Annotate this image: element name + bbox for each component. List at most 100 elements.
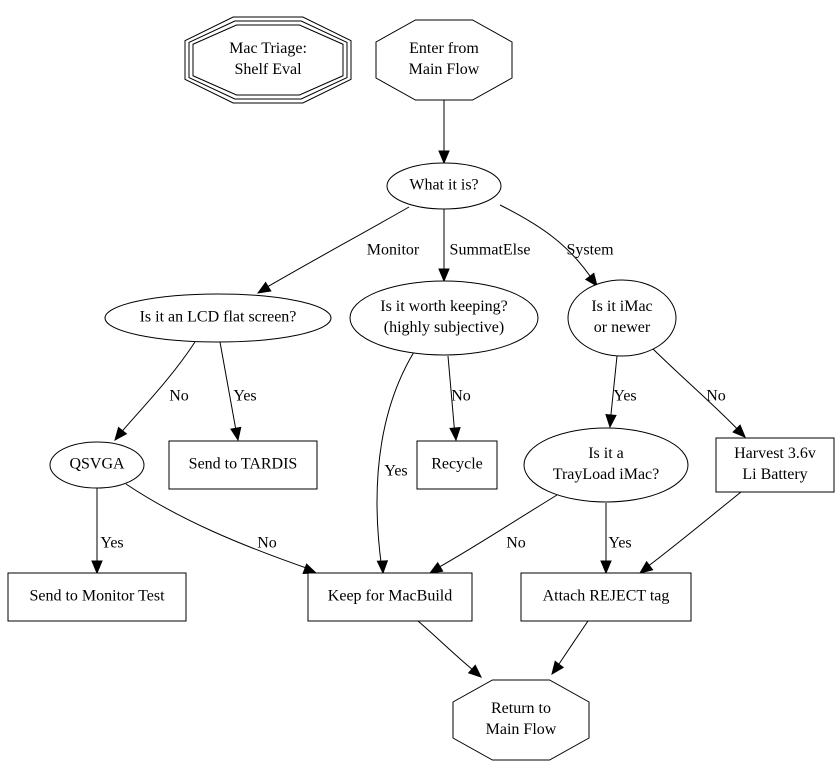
edge-line: [125, 483, 313, 571]
node-reject: Attach REJECT tag: [520, 572, 692, 622]
node-label: Return to: [491, 700, 551, 717]
edge-line: [219, 341, 238, 437]
node-qsvga: QSVGA: [49, 441, 145, 489]
edge-line: [554, 620, 589, 671]
node-label: Attach REJECT tag: [543, 588, 670, 605]
edge-label: Yes: [608, 535, 631, 552]
arrowhead-icon: [467, 664, 482, 678]
arrowhead-icon: [376, 560, 389, 575]
edge-qsvga-to-keep: No: [125, 483, 318, 574]
octagon-shape: [452, 679, 590, 761]
edge-keep-to-return: [417, 620, 482, 678]
arrowhead-icon: [600, 560, 612, 575]
box-shape: [307, 572, 473, 622]
box-shape: [168, 440, 318, 490]
edge-lcd-to-tardis: Yes: [219, 341, 257, 442]
node-recycle: Recycle: [416, 440, 498, 490]
edge-qsvga-to-monitortest: Yes: [91, 488, 124, 575]
octagon-shape: [192, 24, 344, 96]
node-label: Send to Monitor Test: [29, 588, 165, 605]
arrowhead-icon: [428, 561, 444, 574]
edge-reject-to-return: [551, 620, 589, 676]
arrowhead-icon: [302, 563, 318, 574]
box-shape: [7, 572, 187, 622]
node-label: TrayLoad iMac?: [553, 466, 660, 483]
node-label: Recycle: [431, 456, 483, 473]
edge-label: System: [566, 242, 614, 259]
node-label: Is it a: [588, 445, 624, 462]
node-label: What it is?: [409, 177, 478, 194]
node-label: Enter from: [409, 40, 479, 57]
node-label: Mac Triage:: [229, 40, 307, 57]
arrowhead-icon: [638, 560, 654, 574]
arrowhead-icon: [438, 150, 450, 165]
node-label: Shelf Eval: [234, 61, 302, 78]
arrowhead-icon: [551, 660, 565, 676]
edge-label: No: [706, 388, 726, 405]
edge-line: [417, 620, 479, 675]
edge-label: Yes: [384, 463, 407, 480]
edge-line: [499, 204, 595, 283]
edge-line: [447, 355, 456, 437]
edge-label: No: [506, 535, 526, 552]
node-monitortest: Send to Monitor Test: [7, 572, 187, 622]
node-tardis: Send to TARDIS: [168, 440, 318, 490]
edge-what-to-worth: SummatElse: [438, 209, 531, 283]
edge-worth-to-keep: Yes: [376, 351, 415, 575]
node-label: Is it iMac: [591, 298, 652, 315]
node-label: Is it worth keeping?: [380, 298, 508, 315]
node-harvest: Harvest 3.6v Li Battery: [715, 437, 835, 493]
node-label: Harvest 3.6v: [734, 445, 816, 462]
edge-what-to-lcd: Monitor: [256, 206, 420, 294]
edge-imac-to-trayload: Yes: [605, 355, 637, 429]
octagon-shape: [375, 19, 513, 101]
edge-line: [609, 355, 618, 425]
edge-label: No: [169, 388, 189, 405]
edge-trayload-to-keep: No: [428, 494, 558, 574]
node-label: Li Battery: [742, 466, 807, 483]
ellipse-shape: [349, 280, 539, 356]
ellipse-shape: [49, 441, 145, 489]
ellipse-shape: [386, 162, 502, 210]
edge-label: No: [451, 388, 471, 405]
node-label: or newer: [594, 319, 651, 336]
arrowhead-icon: [114, 426, 128, 442]
node-keep: Keep for MacBuild: [307, 572, 473, 622]
arrowhead-icon: [732, 424, 746, 438]
node-label: Is it an LCD flat screen?: [140, 309, 297, 326]
arrowhead-icon: [230, 426, 242, 442]
edge-imac-to-harvest: No: [652, 348, 746, 438]
node-worth: Is it worth keeping? (highly subjective): [349, 280, 539, 356]
edge-label: Yes: [233, 388, 256, 405]
node-trayload: Is it a TrayLoad iMac?: [523, 427, 689, 503]
node-imac: Is it iMac or newer: [567, 279, 677, 357]
box-shape: [416, 440, 498, 490]
edge-enter-to-what: [438, 100, 450, 165]
edge-label: Monitor: [367, 242, 420, 259]
box-shape: [715, 437, 835, 493]
arrowhead-icon: [256, 281, 272, 294]
arrowhead-icon: [449, 427, 461, 442]
edge-trayload-to-reject: Yes: [600, 503, 632, 575]
arrowhead-icon: [605, 414, 617, 429]
edge-line: [652, 348, 743, 435]
box-shape: [520, 572, 692, 622]
node-lcd: Is it an LCD flat screen?: [104, 293, 332, 343]
node-what: What it is?: [386, 162, 502, 210]
edge-label: Yes: [100, 535, 123, 552]
edge-worth-to-recycle: No: [447, 355, 471, 442]
ellipse-shape: [523, 427, 689, 503]
edge-line: [433, 494, 558, 571]
edge-lcd-to-qsvga: No: [114, 341, 196, 442]
edge-line: [376, 351, 415, 571]
edge-label: SummatElse: [450, 242, 531, 259]
node-label: Keep for MacBuild: [328, 588, 452, 605]
edge-what-to-imac: System: [499, 204, 614, 288]
edge-harvest-to-reject: [638, 491, 742, 574]
node-label: (highly subjective): [384, 319, 504, 336]
